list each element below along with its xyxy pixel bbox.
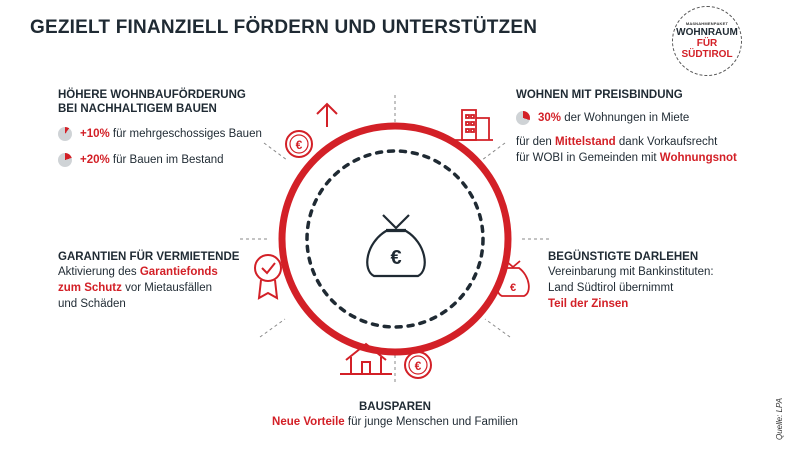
item-mehrgeschossig: +10% für mehrgeschossiges Bauen	[58, 126, 278, 142]
house-icon	[340, 342, 392, 375]
heading-bausparen: BAUSPAREN	[359, 401, 431, 413]
logo-line-1: WOHNRAUM	[676, 27, 738, 38]
page-title: GEZIELT FINANZIELL FÖRDERN UND UNTERSTÜT…	[30, 17, 538, 38]
line-schaeden: und Schäden	[58, 298, 126, 310]
heading-darlehen: BEGÜNSTIGTE DARLEHEN	[548, 251, 699, 263]
pie-chart-icon	[58, 127, 72, 141]
value-plus-10: +10%	[80, 128, 110, 140]
logo-small-text: MAßNAHMENPAKET	[685, 21, 729, 26]
heading-wohnbaufoerderung-2: BEI NACHHALTIGEM BAUEN	[58, 103, 217, 115]
block-wohnbaufoerderung: HÖHERE WOHNBAUFÖRDERUNG BEI NACHHALTIGEM…	[58, 88, 278, 168]
heading-wohnbaufoerderung-1: HÖHERE WOHNBAUFÖRDERUNG	[58, 89, 246, 101]
line-schutz: zum Schutz vor Mietausfällen	[58, 282, 213, 294]
highlight-garantiefonds: Garantiefonds	[139, 266, 218, 278]
block-garantien: GARANTIEN FÜR VERMIETENDE Aktivierung de…	[58, 250, 268, 312]
pie-chart-icon	[58, 153, 72, 167]
item-30-prozent: 30% der Wohnungen in Miete	[516, 110, 776, 126]
line-mittelstand: für den Mittelstand dank Vorkaufsrecht	[516, 136, 718, 148]
money-bag-icon	[366, 214, 426, 278]
svg-text:€: €	[415, 359, 422, 373]
logo-line-3: SÜDTIROL	[681, 49, 733, 60]
block-preisbindung: WOHNEN MIT PREISBINDUNG 30% der Wohnunge…	[516, 88, 776, 166]
highlight-mittelstand: Mittelstand	[555, 136, 616, 148]
line-land-suedtirol: Land Südtirol übernimmt	[548, 282, 674, 294]
buildings-icon	[455, 109, 493, 141]
money-bag-small-icon	[496, 260, 530, 297]
heading-garantien: GARANTIEN FÜR VERMIETENDE	[58, 251, 240, 263]
line-neue-vorteile: Neue Vorteile für junge Menschen und Fam…	[272, 416, 518, 428]
highlight-teil-der-zinsen: Teil der Zinsen	[548, 298, 629, 310]
euro-coin-bottom-icon: €	[404, 351, 432, 379]
highlight-neue-vorteile: Neue Vorteile	[272, 416, 345, 428]
inner-dotted-ring	[305, 149, 485, 329]
value-plus-20: +20%	[80, 154, 110, 166]
highlight-wohnungsnot: Wohnungsnot	[659, 152, 737, 164]
value-30: 30%	[538, 112, 562, 124]
pie-chart-icon	[516, 111, 530, 125]
line-wobi: für WOBI in Gemeinden mit Wohnungsnot	[516, 152, 737, 164]
heading-preisbindung: WOHNEN MIT PREISBINDUNG	[516, 89, 683, 101]
wohnraum-logo: MAßNAHMENPAKET WOHNRAUM FÜR SÜDTIROL	[672, 6, 742, 76]
spokes	[240, 95, 550, 384]
text-mehrgeschossig: für mehrgeschossiges Bauen	[109, 128, 262, 140]
euro-sign-center: €	[390, 247, 401, 269]
text-bestand: für Bauen im Bestand	[109, 154, 224, 166]
arrow-up-icon	[316, 102, 338, 127]
euro-sign-right: €	[510, 282, 516, 294]
line-bankinstituten: Vereinbarung mit Bankinstituten:	[548, 266, 714, 278]
block-darlehen: BEGÜNSTIGTE DARLEHEN Vereinbarung mit Ba…	[548, 250, 768, 312]
medal-check-icon	[254, 254, 282, 300]
text-wohnungen-miete: der Wohnungen in Miete	[561, 112, 690, 124]
highlight-zum-schutz: zum Schutz	[58, 282, 122, 294]
line-garantiefonds: Aktivierung des Garantiefonds	[58, 266, 218, 278]
block-bausparen: BAUSPAREN Neue Vorteile für junge Mensch…	[220, 400, 570, 430]
svg-text:€: €	[296, 138, 303, 152]
item-bestand: +20% für Bauen im Bestand	[58, 152, 278, 168]
logo-line-2: FÜR	[696, 38, 718, 49]
euro-coin-icon: €	[285, 130, 313, 158]
outer-ring	[278, 122, 512, 356]
source-note: Quelle: LPA	[775, 397, 784, 440]
